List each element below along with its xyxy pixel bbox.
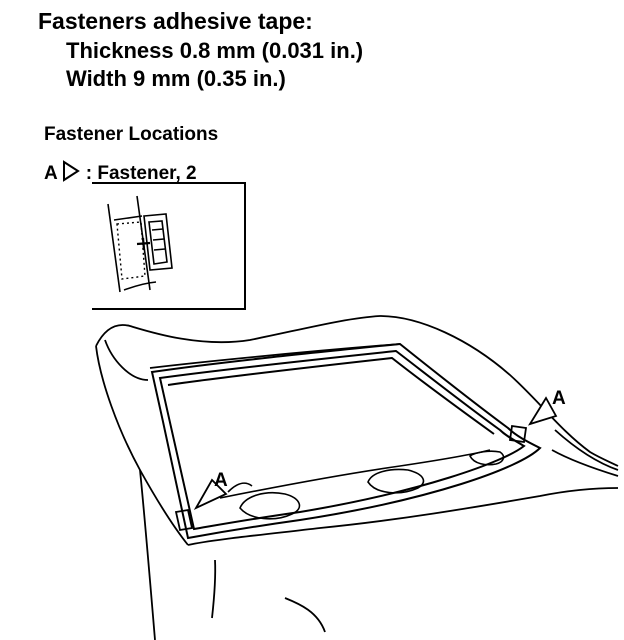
fastener-clip-icon bbox=[136, 213, 173, 271]
spec-heading: Fasteners adhesive tape: bbox=[38, 8, 313, 34]
car-body-outline bbox=[95, 315, 619, 640]
legend-text: : Fastener, 2 bbox=[85, 163, 197, 184]
spec-thickness: Thickness 0.8 mm (0.031 in.) bbox=[66, 37, 364, 63]
spec-width: Width 9 mm (0.35 in.) bbox=[66, 65, 286, 91]
triangle-pointer-icon bbox=[62, 160, 80, 188]
fastener-left-mark bbox=[174, 478, 228, 532]
adhesive-tape-spec: Fasteners adhesive tape: Thickness 0.8 m… bbox=[38, 8, 363, 92]
fastener-dotted-outline bbox=[116, 221, 146, 280]
fastener-detail-inset bbox=[92, 182, 246, 310]
rear-deck bbox=[219, 449, 505, 520]
fastener-legend: A : Fastener, 2 bbox=[44, 160, 197, 188]
callout-left-label: A bbox=[214, 470, 228, 491]
fastener-right-mark bbox=[508, 396, 558, 444]
callout-right-label: A bbox=[552, 388, 566, 409]
legend-letter: A bbox=[44, 163, 58, 184]
rear-window-frame bbox=[150, 342, 542, 540]
fastener-locations-title: Fastener Locations bbox=[44, 124, 219, 145]
